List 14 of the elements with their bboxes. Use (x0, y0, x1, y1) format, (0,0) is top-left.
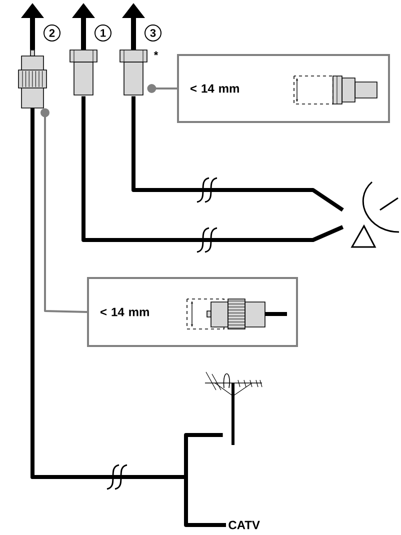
cable (132, 96, 344, 212)
plug-drawing (70, 50, 98, 96)
callout-number: 2 (44, 24, 60, 42)
asterisk: * (154, 51, 158, 56)
leader-line (40, 108, 88, 313)
callout-box: < 14 mm (177, 54, 390, 123)
cable (82, 96, 344, 242)
antenna-drawing (204, 372, 262, 445)
plug-drawing (120, 50, 148, 96)
callout-number: 1 (94, 24, 112, 42)
callout-number: 3 (144, 24, 162, 42)
plug-drawing (18, 50, 47, 108)
catv-label: CATV (228, 520, 260, 530)
leader-line (147, 84, 177, 93)
